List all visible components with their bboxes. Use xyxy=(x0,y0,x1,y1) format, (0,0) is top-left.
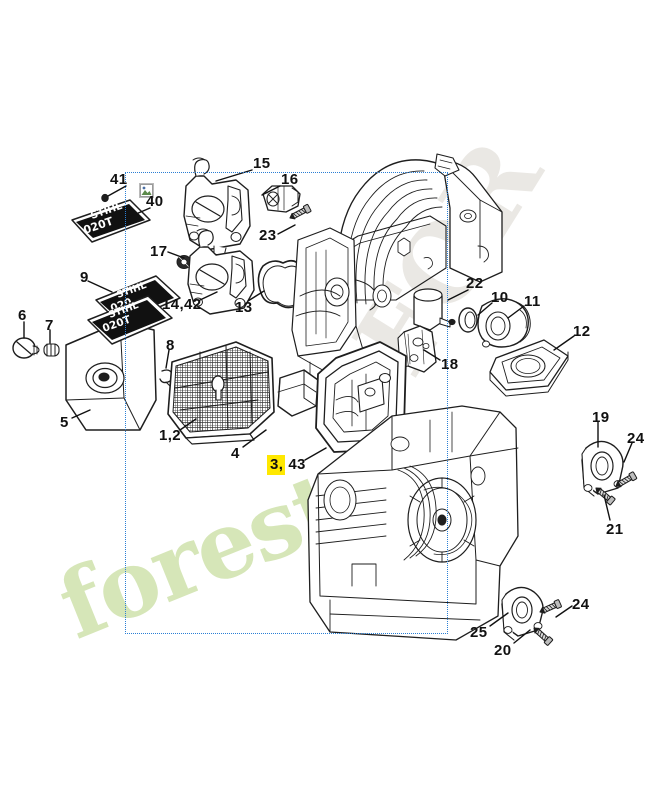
callout-4: 4 xyxy=(231,445,240,462)
broken-image-icon[interactable] xyxy=(139,183,154,198)
part-12-flange xyxy=(489,339,569,397)
callout-leader-lines xyxy=(23,169,633,644)
callout-20: 20 xyxy=(494,642,512,659)
part-22-fuel-filter xyxy=(413,288,456,331)
callout-23: 23 xyxy=(259,227,277,244)
part-40-decal: STIHL 020T xyxy=(71,199,151,243)
part-41-rivet xyxy=(101,193,109,203)
callout-remainder: 43 xyxy=(288,456,306,473)
part-11-manifold xyxy=(477,298,531,348)
callout-40-leader xyxy=(121,207,151,221)
part-3-43-filter-base xyxy=(315,341,407,453)
callout-15: 15 xyxy=(253,155,271,172)
part-6-cap xyxy=(12,337,40,359)
callout-5-leader xyxy=(71,409,91,419)
callout-4-leader xyxy=(242,429,267,448)
callout-23-leader xyxy=(277,224,296,235)
callout-25-leader xyxy=(489,612,509,627)
part-housing-body xyxy=(291,227,392,385)
callout-6: 6 xyxy=(18,307,27,324)
callout-24b: 24 xyxy=(572,596,590,613)
callout-13: 13 xyxy=(235,299,253,316)
part-5-cover xyxy=(65,321,157,431)
callout-18-leader xyxy=(423,349,441,361)
callout-13-leader xyxy=(247,290,265,302)
part-19-av-buffer xyxy=(581,440,624,497)
callout-14: 14,42 xyxy=(162,296,202,313)
part-crankcase-assembly xyxy=(307,405,519,641)
callout-17: 17 xyxy=(150,243,168,260)
callout-22: 22 xyxy=(466,275,484,292)
part-7-spring xyxy=(43,343,60,357)
callout-16-leader xyxy=(261,185,281,196)
callout-41-leader xyxy=(107,185,127,197)
callout-11-leader xyxy=(507,305,525,319)
callout-19: 19 xyxy=(592,409,610,426)
callout-1-leader xyxy=(179,418,197,431)
callout-5: 5 xyxy=(60,414,69,431)
part-20-screw xyxy=(530,624,554,647)
callout-11: 11 xyxy=(524,293,541,310)
callout-22-leader xyxy=(447,289,469,301)
callout-8: 8 xyxy=(166,337,175,354)
callout-18: 18 xyxy=(441,356,459,373)
part-4-intake-elbow xyxy=(277,369,319,417)
callout-24a: 24 xyxy=(627,430,645,447)
callout-7: 7 xyxy=(45,317,54,334)
callout-16: 16 xyxy=(281,171,299,188)
callout-3: 3,43 xyxy=(267,455,306,475)
callout-25: 25 xyxy=(470,624,488,641)
callout-12: 12 xyxy=(573,323,591,340)
part-15-carburetor xyxy=(183,157,251,257)
callout-10: 10 xyxy=(491,289,509,306)
callout-9: 9 xyxy=(80,269,89,286)
callout-15-leader xyxy=(215,169,253,182)
callout-40: 40 xyxy=(146,193,164,210)
callout-24a-leader xyxy=(623,442,633,463)
part-1-2-air-filter xyxy=(167,341,275,445)
callout-8-leader xyxy=(165,349,170,369)
callout-9-leader xyxy=(87,280,113,293)
callout-1: 1,2 xyxy=(159,427,182,444)
callout-20-leader xyxy=(513,629,531,644)
callout-3-leader xyxy=(304,447,327,461)
highlighted-callout-part: 3, xyxy=(267,455,286,475)
callout-24b-leader xyxy=(555,605,573,618)
part-10-ring xyxy=(458,307,478,333)
part-16-valve xyxy=(262,185,301,213)
callout-10-leader xyxy=(477,302,493,316)
callout-21-leader xyxy=(603,494,611,521)
callout-12-leader xyxy=(553,335,575,351)
callout-17-leader xyxy=(167,251,185,259)
part-9-decals: STIHL 020 STIHL 020T xyxy=(87,275,181,345)
part-25-av-buffer xyxy=(501,586,544,641)
callout-21: 21 xyxy=(606,521,624,538)
callout-41: 41 xyxy=(110,171,128,188)
callout-14-leader xyxy=(199,291,218,301)
